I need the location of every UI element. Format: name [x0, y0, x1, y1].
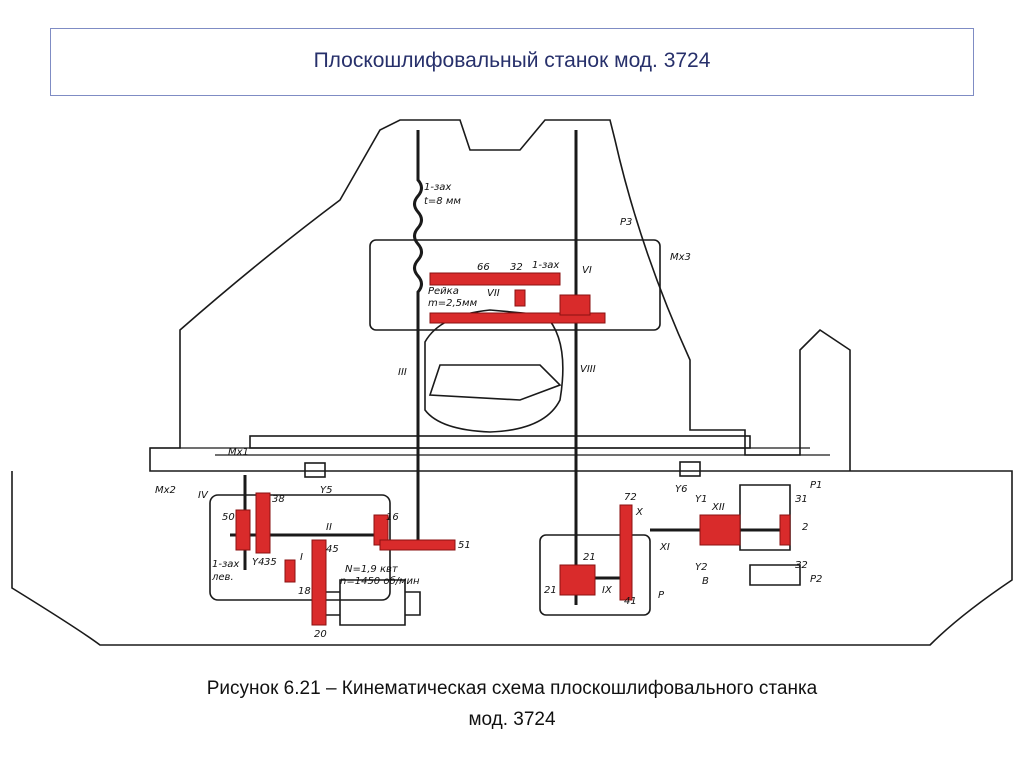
label-ii: II: [326, 522, 332, 533]
kinematic-diagram: 1-зах t=8 мм P3 Mx3 66 32 1-зах VI VII Р…: [11, 119, 1013, 646]
label-mx1: Mx1: [228, 447, 249, 458]
right-gearbox-outline: [539, 534, 651, 616]
table-slide: [249, 435, 751, 449]
label-vi: VI: [582, 265, 592, 276]
page-title: Плоскошлифовальный станок мод. 3724: [313, 49, 711, 72]
label-45: 45: [326, 544, 339, 555]
label-32: 32: [510, 262, 523, 273]
gear-72: [619, 504, 633, 601]
label-51: 51: [458, 540, 471, 551]
guard-detail: [428, 364, 562, 401]
label-zax1b: 1-зах: [532, 260, 559, 271]
label-16: 16: [386, 512, 399, 523]
label-mx2: Mx2: [155, 485, 176, 496]
label-y4: Y4: [252, 557, 264, 568]
label-21b: 21: [544, 585, 557, 596]
label-21a: 21: [583, 552, 596, 563]
label-t8: t=8 мм: [424, 196, 461, 207]
gear-38: [255, 492, 271, 554]
wheel-guard: [424, 309, 564, 433]
label-20: 20: [314, 629, 327, 640]
label-z3: З2: [795, 560, 808, 571]
label-rpm: n=1450 об/мин: [340, 575, 420, 587]
gear-21: [559, 564, 596, 596]
label-vii: VII: [487, 288, 500, 299]
label-y5: Y5: [320, 485, 332, 496]
label-b: B: [702, 576, 709, 587]
label-50: 50: [222, 512, 235, 523]
label-38: 38: [272, 494, 285, 505]
label-lev2: лев.: [211, 572, 234, 583]
figure-caption-line2: мод. 3724: [468, 709, 556, 730]
label-35: 35: [264, 557, 277, 568]
label-iii: III: [398, 367, 407, 378]
label-p3: P3: [620, 217, 632, 228]
label-reyka: Рейка: [428, 286, 459, 297]
figure-caption: Рисунок 6.21 – Кинематическая схема плос…: [206, 678, 818, 699]
label-xi: XI: [659, 542, 670, 553]
label-p2: P2: [810, 574, 822, 585]
gear-51: [379, 539, 456, 551]
label-18: 18: [298, 586, 311, 597]
label-z1: З1: [795, 494, 808, 505]
solenoid-xii: [699, 514, 741, 546]
label-y2: Y2: [695, 562, 707, 573]
label-ix: IX: [602, 585, 613, 596]
label-72: 72: [624, 492, 637, 503]
title-box: Плоскошлифовальный станок мод. 3724: [50, 28, 974, 96]
label-zax1: 1-зах: [424, 182, 451, 193]
label-m25: m=2,5мм: [428, 298, 478, 309]
wheel-head-box: [369, 239, 661, 331]
label-41: 41: [624, 596, 637, 607]
label-viii: VIII: [580, 364, 596, 375]
label-mx3: Mx3: [670, 252, 691, 263]
label-xii: XII: [711, 502, 725, 513]
label-p: P: [658, 590, 665, 601]
label-y6: Y6: [675, 484, 687, 495]
upper-gear-66: [429, 272, 561, 286]
label-x: X: [635, 507, 644, 518]
label-p1: P1: [810, 480, 822, 491]
label-z2: 2: [802, 522, 808, 533]
rack-bar: [429, 312, 606, 324]
gear-45: [311, 539, 327, 626]
machine-bed-outline: [11, 119, 1013, 646]
vertical-screw-shaft: [413, 130, 423, 540]
label-power: N=1,9 квт: [345, 564, 399, 575]
label-lev1: 1-зах: [212, 559, 239, 570]
label-iv: IV: [198, 490, 209, 501]
label-66: 66: [477, 262, 490, 273]
label-y1: Y1: [695, 494, 707, 505]
label-i: I: [300, 552, 303, 563]
